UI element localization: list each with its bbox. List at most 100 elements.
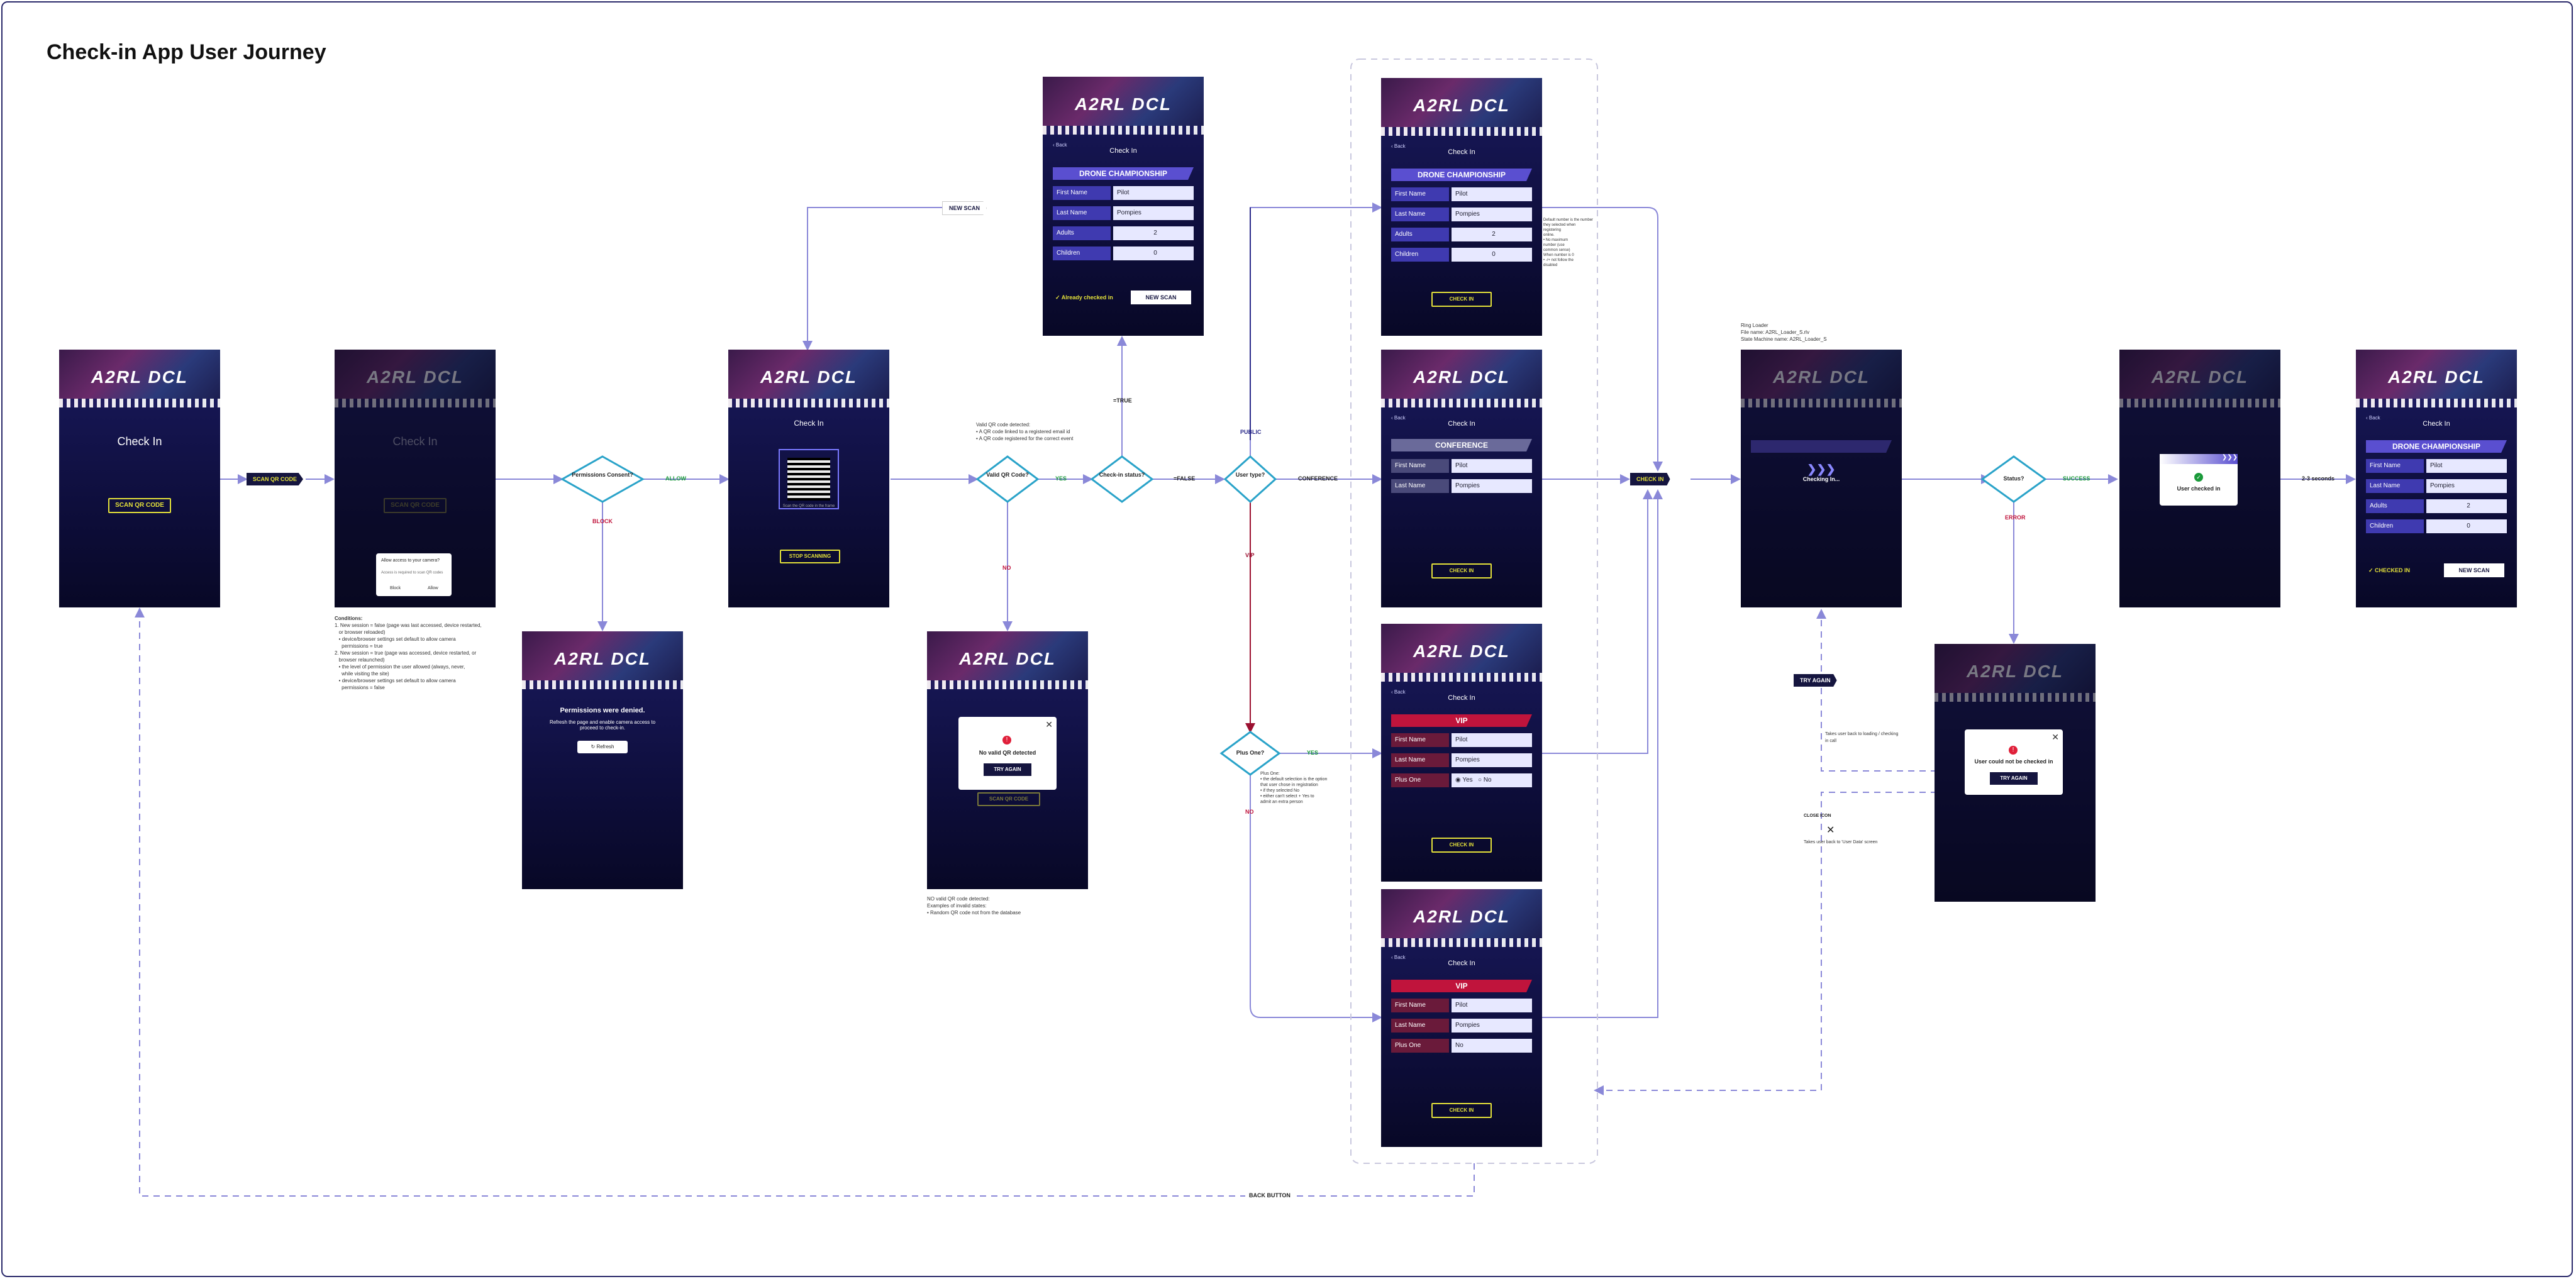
first-name-label: First Name [1391,187,1449,201]
allow-button[interactable]: Allow [428,586,438,590]
block-label: BLOCK [592,518,613,524]
close-icon[interactable]: ✕ [2051,732,2059,743]
plus-one-radio[interactable]: ◉ Yes ○ No [1452,773,1532,787]
public-note-line: disabled [1543,263,1594,268]
conditions-line: • device/browser settings set default to… [335,636,504,643]
adults-label: Adults [1053,226,1111,240]
block-button[interactable]: Block [390,586,401,590]
new-scan-button[interactable]: NEW SCAN [1131,291,1191,304]
plus-note-heading: Plus One: [1260,771,1355,777]
last-name-row: Last NamePompies [1391,1019,1532,1033]
error-message: User could not be checked in [1965,758,2063,765]
screen-title: Check In [59,435,220,448]
plus-note-line: • either can't select + Yes to [1260,794,1355,799]
radio-yes-icon[interactable]: ◉ [1455,777,1462,783]
scan-qr-button[interactable]: SCAN QR CODE [108,498,171,513]
adults-label: Adults [2366,499,2424,513]
try-again-button[interactable]: TRY AGAIN [1990,772,2038,785]
new-scan-tag: NEW SCAN [942,201,987,215]
check-in-button[interactable]: CHECK IN [1431,1103,1492,1118]
checking-text: Checking In... [1801,476,1841,482]
first-name-value: Pilot [1113,186,1194,200]
close-path [1595,792,1937,1090]
checker-strip [927,680,1088,689]
invalid-note-heading: NO valid QR code detected: [927,895,1091,902]
vip-band: VIP [1391,980,1532,992]
brand-logo: A2RL DCL [540,649,665,669]
last-name-label: Last Name [1391,479,1449,493]
public-note-line: online. [1543,233,1594,238]
yes-label: YES [1055,475,1067,482]
screen-title: Check In [335,435,496,448]
children-row: Children0 [2366,519,2507,533]
check-in-button[interactable]: CHECK IN [1431,563,1492,579]
success-label: SUCCESS [2063,475,2090,482]
success-chevrons-icon: ❯❯❯ [2160,454,2238,464]
invalid-note-line: • Random QR code not from the database [927,909,1091,916]
permission-sub: Access is required to scan QR codes [381,571,444,575]
invalid-modal: ✕ ! No valid QR detected TRY AGAIN [958,717,1057,790]
checker-strip [522,680,683,689]
seconds-label: 2-3 seconds [2302,475,2334,482]
refresh-button[interactable]: ↻ Refresh [577,741,628,753]
brand-logo: A2RL DCL [1399,367,1524,387]
first-name-label: First Name [1053,186,1111,200]
diamond-valid-label: Valid QR Code? [982,472,1033,479]
new-scan-button[interactable]: NEW SCAN [2444,563,2504,577]
first-name-row: First NamePilot [1053,186,1194,200]
stop-scanning-button[interactable]: STOP SCANNING [780,550,840,563]
hero-image [1741,350,1902,407]
valid-note-heading: Valid QR code detected: [976,421,1102,428]
adults-row: Adults2 [2366,499,2507,513]
loader-note-line: State Machine name: A2RL_Loader_S [1741,336,1867,343]
try-again-path [1821,610,1937,771]
conference-edge-label: CONFERENCE [1298,475,1338,482]
last-name-value: Pompies [1452,753,1532,767]
error-modal: ✕ ! User could not be checked in TRY AGA… [1965,729,2063,795]
adults-value: 2 [1113,226,1194,240]
check-icon: ✓ [2368,567,2375,573]
arrow-vip-merge [1541,490,1648,753]
screen-title: Check In [1381,148,1542,156]
try-again-button[interactable]: TRY AGAIN [984,763,1031,776]
public-note-line: common sense) [1543,248,1594,253]
first-name-label: First Name [1391,459,1449,473]
permission-dialog: Allow access to your camera? Access is r… [376,553,452,596]
diamond-permissions-label: Permissions Consent? [570,472,635,479]
adults-label: Adults [1391,228,1449,241]
no-label: NO [1002,565,1011,571]
check-in-button[interactable]: CHECK IN [1431,292,1492,307]
checker-strip [728,399,889,407]
already-status: ✓ Already checked in [1055,294,1113,301]
permission-title: Allow access to your camera? [381,558,444,563]
screen-title: Check In [728,419,889,428]
public-note-line: number (use [1543,243,1594,248]
first-name-value: Pilot [1452,999,1532,1012]
radio-no-icon[interactable]: ○ [1478,777,1484,783]
brand-logo: A2RL DCL [2373,367,2499,387]
public-note-line: When number is 0 [1543,253,1594,258]
public-note: Default number is the number they select… [1543,218,1594,268]
checker-strip [1381,127,1542,136]
checker-strip [59,399,220,407]
check-in-button[interactable]: CHECK IN [1431,838,1492,853]
plus-one-label: Plus One [1391,773,1449,787]
first-name-row: First NamePilot [1391,187,1532,201]
plus-one-row: Plus OneNo [1391,1039,1532,1053]
error-icon: ! [2009,746,2018,755]
brand-logo: A2RL DCL [746,367,872,387]
back-button-path [140,609,1474,1196]
vip-edge-label: VIP [1245,552,1255,558]
close-icon[interactable]: ✕ [1045,719,1053,730]
last-name-value: Pompies [1113,206,1194,220]
plus-no-label: NO [1245,809,1254,815]
last-name-row: Last NamePompies [1391,753,1532,767]
adults-stepper[interactable]: 2 [1452,228,1532,241]
brand-logo: A2RL DCL [1399,641,1524,662]
loader-chevrons-icon: ❯❯❯ [1801,463,1841,476]
last-name-value: Pompies [2426,479,2507,493]
children-stepper[interactable]: 0 [1452,248,1532,262]
